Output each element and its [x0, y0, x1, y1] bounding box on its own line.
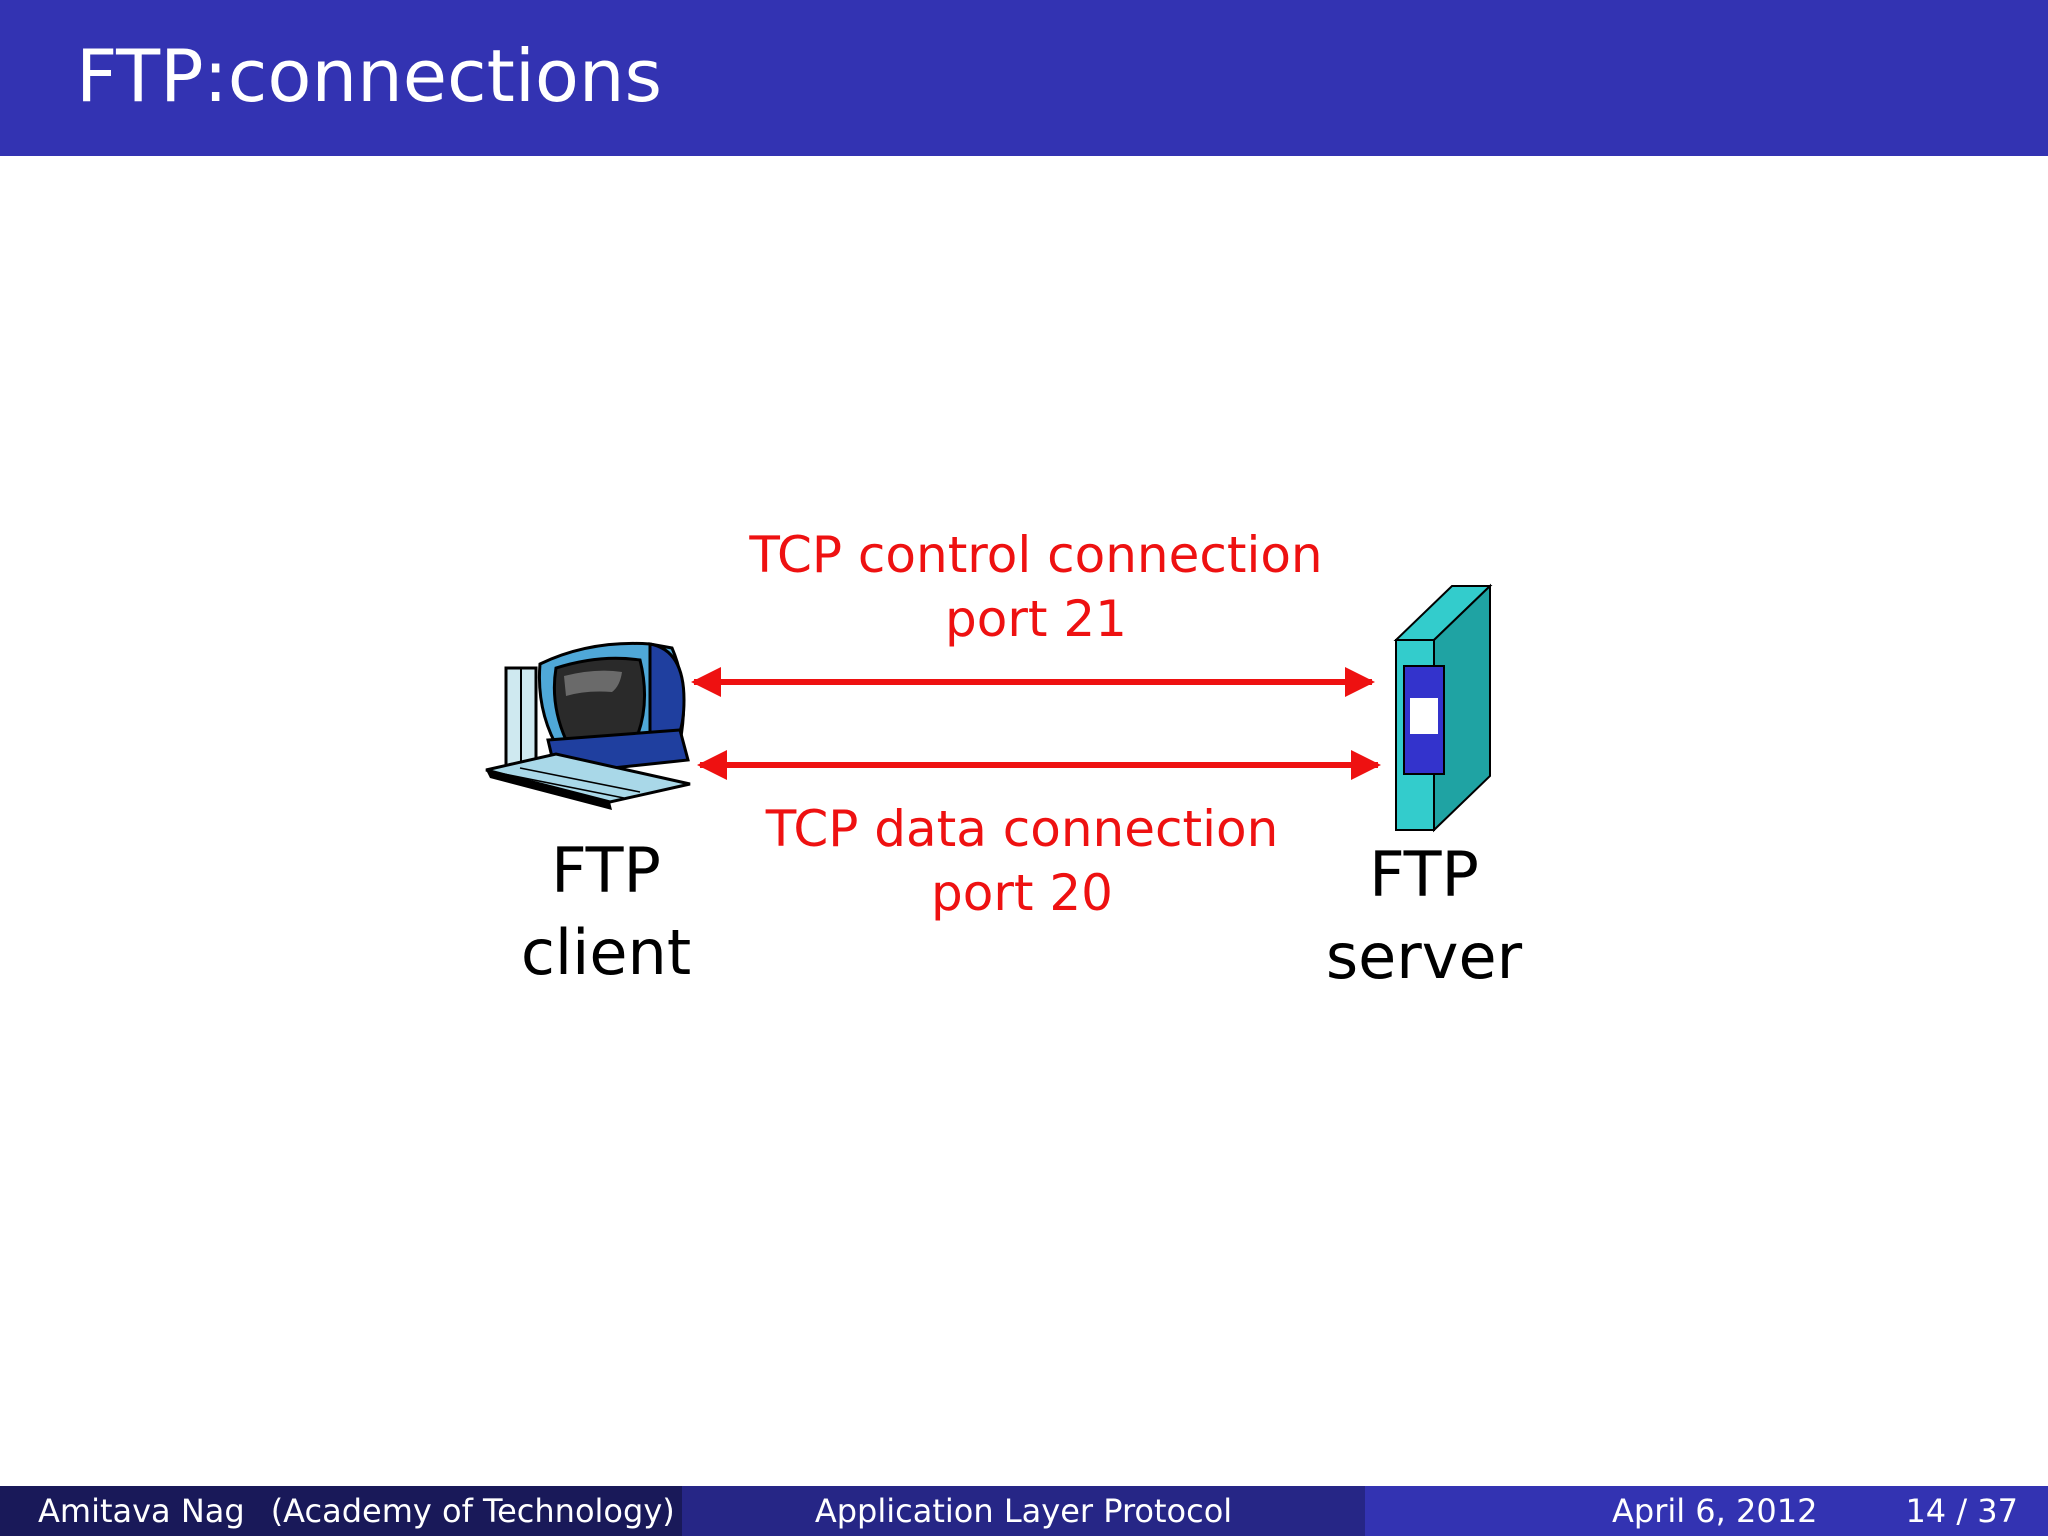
- server-tower-icon: [1393, 583, 1493, 833]
- footer-title-section: Application Layer Protocol: [682, 1486, 1365, 1536]
- footer: Amitava Nag (Academy of Technology) Appl…: [0, 1486, 2048, 1536]
- footer-author: Amitava Nag: [38, 1492, 245, 1530]
- data-connection-label: TCP data connection: [765, 800, 1279, 858]
- control-connection-label: TCP control connection: [748, 526, 1322, 584]
- data-connection-port: port 20: [931, 864, 1113, 922]
- desktop-computer-icon: [485, 641, 691, 810]
- server-label-server: server: [1326, 920, 1523, 993]
- client-label-client: client: [521, 916, 691, 989]
- footer-page-number: 14 / 37: [1905, 1492, 2018, 1530]
- footer-date: April 6, 2012: [1611, 1492, 1818, 1530]
- footer-date-section: April 6, 2012 14 / 37: [1365, 1486, 2048, 1536]
- footer-presentation-title: Application Layer Protocol: [814, 1492, 1233, 1530]
- server-label-ftp: FTP: [1369, 838, 1479, 911]
- slide-title: FTP:connections: [76, 34, 663, 118]
- footer-author-section: Amitava Nag (Academy of Technology): [0, 1486, 682, 1536]
- footer-institution: (Academy of Technology): [270, 1492, 675, 1530]
- control-connection-port: port 21: [945, 590, 1127, 648]
- client-label-ftp: FTP: [551, 834, 661, 907]
- title-bar: FTP:connections: [0, 0, 2048, 156]
